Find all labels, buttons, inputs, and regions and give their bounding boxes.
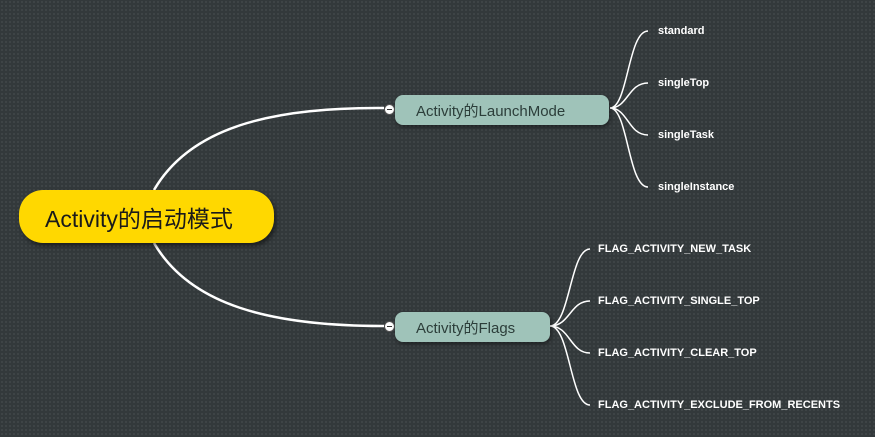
- leaf-topic-singleinstance[interactable]: singleInstance: [658, 181, 735, 193]
- connector-leaf-singletop: [609, 82, 649, 109]
- leaf-topic-flag-exclude-from-recents[interactable]: FLAG_ACTIVITY_EXCLUDE_FROM_RECENTS: [598, 399, 841, 411]
- connector-leaf-singletask: [609, 107, 649, 136]
- leaf-topic-flag-clear-top[interactable]: FLAG_ACTIVITY_CLEAR_TOP: [598, 347, 757, 359]
- connector-leaf-exclude: [549, 325, 591, 406]
- root-topic[interactable]: Activity的启动模式: [19, 190, 274, 243]
- connector-leaf-singleinstance: [609, 107, 649, 188]
- connector-leaf-clear-top: [549, 325, 591, 354]
- leaf-topic-singletop[interactable]: singleTop: [658, 77, 710, 89]
- branch-topic-label: Activity的LaunchMode: [416, 102, 566, 120]
- connector-leaf-new-task: [549, 248, 591, 327]
- connector-leaf-single-top: [549, 300, 591, 327]
- connector-root-launchmode: [152, 106, 385, 191]
- branch-topic-flags[interactable]: Activity的Flags: [395, 312, 550, 342]
- connector-root-flags: [152, 242, 385, 328]
- collapse-toggle-launchmode[interactable]: [384, 104, 395, 115]
- branch-topic-label: Activity的Flags: [416, 319, 516, 337]
- leaf-topic-flag-new-task[interactable]: FLAG_ACTIVITY_NEW_TASK: [598, 243, 752, 255]
- root-topic-label: Activity的启动模式: [45, 205, 233, 232]
- connector-leaf-standard: [609, 30, 649, 109]
- branch-topic-launchmode[interactable]: Activity的LaunchMode: [395, 95, 609, 125]
- leaf-topic-flag-single-top[interactable]: FLAG_ACTIVITY_SINGLE_TOP: [598, 295, 760, 307]
- leaf-topic-standard[interactable]: standard: [658, 25, 705, 37]
- collapse-toggle-flags[interactable]: [384, 321, 395, 332]
- leaf-topic-singletask[interactable]: singleTask: [658, 129, 715, 141]
